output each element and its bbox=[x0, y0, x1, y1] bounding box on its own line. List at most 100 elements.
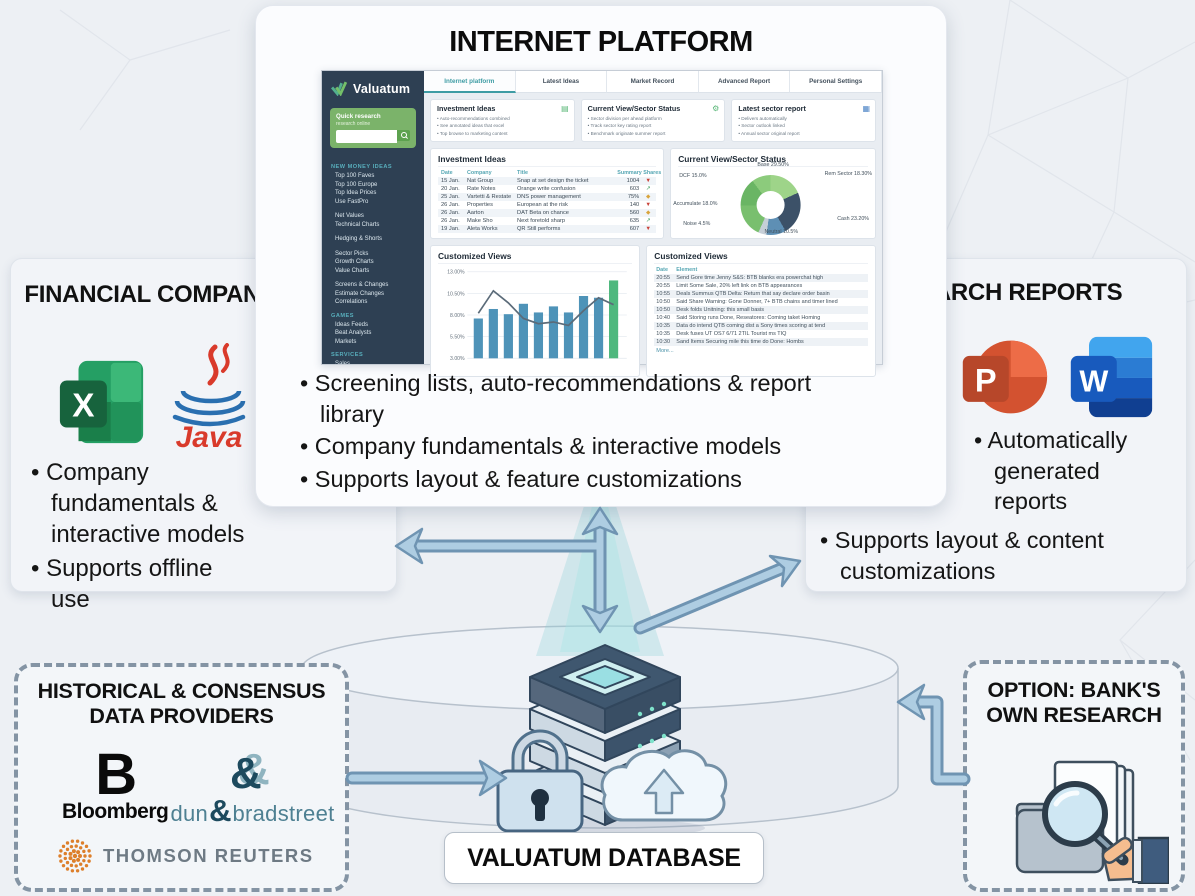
cell-title: DAT Beta on chance bbox=[517, 209, 569, 216]
valuatum-brand: Valuatum bbox=[353, 81, 411, 96]
arrow-database-to-reports bbox=[633, 561, 790, 635]
cell-date: 19 Jan. bbox=[441, 225, 460, 232]
summary-card-bullet: Track sector key rating report bbox=[588, 122, 719, 129]
arrowhead-elbow-left bbox=[896, 683, 926, 721]
summary-card: Investment Ideas▤Auto-recommendations co… bbox=[430, 99, 575, 142]
svg-text:Java: Java bbox=[176, 421, 243, 454]
quick-research-box: Quick research research online bbox=[330, 108, 416, 148]
sidebar-item[interactable]: Beat Analysts bbox=[335, 330, 372, 337]
dun-bradstreet-logo: & & dun & bradstreet bbox=[160, 745, 345, 829]
research-reports-bullet-2: Supports layout & content customizations bbox=[820, 523, 1182, 588]
bullet-item: Supports offline use bbox=[31, 553, 256, 615]
sidebar-section-heading: GAMES bbox=[331, 312, 355, 319]
cell-date: 15 Jan. bbox=[441, 177, 460, 184]
sidebar-item[interactable]: Top 100 Faves bbox=[335, 173, 375, 179]
dashboard-tab-2[interactable]: Market Record bbox=[607, 71, 699, 93]
column-header: Company bbox=[467, 169, 492, 176]
svg-text:13.00%: 13.00% bbox=[447, 269, 465, 275]
summary-card-title: Latest sector report bbox=[738, 104, 806, 113]
donut-label: Cash 23.20% bbox=[837, 215, 869, 222]
sidebar-item[interactable]: Ideas Feeds bbox=[335, 321, 369, 328]
summary-card-title: Investment Ideas bbox=[437, 104, 496, 113]
svg-text:8.00%: 8.00% bbox=[450, 313, 465, 319]
valuatum-logo: Valuatum bbox=[322, 71, 424, 102]
bloomberg-name: Bloomberg bbox=[62, 800, 169, 824]
sidebar-item[interactable]: Estimate Changes bbox=[335, 290, 385, 297]
bar bbox=[503, 314, 513, 359]
bank-research-title: OPTION: BANK'S OWN RESEARCH bbox=[986, 678, 1162, 728]
dashboard-tab-0[interactable]: Internet platform bbox=[424, 71, 516, 93]
cell-summary: 635 bbox=[629, 217, 640, 224]
sidebar-item[interactable]: Sector Picks bbox=[335, 250, 369, 257]
trend-flat-icon: ◆ bbox=[646, 193, 651, 200]
list-column-header: Element bbox=[676, 266, 698, 273]
dnb-dun: dun bbox=[170, 801, 209, 826]
svg-text:P: P bbox=[975, 362, 997, 398]
sidebar-item[interactable]: Top Idea Prices bbox=[335, 190, 377, 197]
sidebar-item[interactable]: Top 100 Europe bbox=[335, 181, 378, 188]
arrowhead-left bbox=[394, 527, 424, 565]
cell-company: Vartetti & Restate bbox=[467, 193, 512, 200]
document-icon: ▤ bbox=[561, 104, 569, 113]
list-text: Limit Some Sale, 20% left link on BTB ap… bbox=[676, 282, 803, 289]
sidebar-item[interactable]: Growth Charts bbox=[335, 259, 374, 266]
research-reports-bullet-1: Automatically generated reports bbox=[974, 423, 1164, 519]
dashboard-tab-3[interactable]: Advanced Report bbox=[698, 71, 791, 93]
bar bbox=[578, 295, 589, 359]
quick-research-subtitle: research online bbox=[336, 121, 371, 127]
sector-donut-chart bbox=[740, 174, 801, 235]
thomson-reuters-logo: THOMSON REUTERS bbox=[56, 837, 314, 875]
search-input[interactable] bbox=[336, 130, 397, 143]
search-button[interactable] bbox=[397, 130, 410, 141]
cell-date: 26 Jan. bbox=[441, 217, 460, 224]
dnb-bradstreet: bradstreet bbox=[232, 801, 335, 826]
sidebar-item[interactable]: Sales bbox=[331, 360, 415, 364]
sidebar-item[interactable]: Value Charts bbox=[335, 267, 370, 274]
powerpoint-icon: P bbox=[962, 340, 1048, 414]
sidebar-item[interactable]: Use FastPro bbox=[335, 198, 369, 205]
sidebar-item[interactable]: Hedging & Shorts bbox=[335, 236, 383, 243]
quick-research-title: Quick research bbox=[336, 113, 381, 120]
bullet-item: Company fundamentals & interactive model… bbox=[300, 431, 865, 462]
bloomberg-mark: B bbox=[95, 742, 137, 807]
svg-text:5.50%: 5.50% bbox=[450, 334, 465, 340]
trend-down-icon: ▼ bbox=[645, 225, 652, 232]
dashboard-tab-1[interactable]: Latest Ideas bbox=[515, 71, 608, 93]
sidebar-item[interactable]: Markets bbox=[335, 338, 357, 345]
trend-flat-icon: ◆ bbox=[646, 209, 651, 216]
sidebar-item[interactable]: Technical Charts bbox=[335, 221, 380, 228]
sidebar-item[interactable]: Net Values bbox=[335, 213, 364, 220]
cell-date: 25 Jan. bbox=[441, 193, 460, 200]
dashboard-tab-4[interactable]: Personal Settings bbox=[790, 71, 882, 93]
more-link[interactable]: More... bbox=[656, 347, 674, 354]
sidebar-item[interactable]: Screens & Changes bbox=[335, 282, 389, 289]
dnb-amp: & bbox=[209, 793, 232, 828]
summary-card-bullets: Delivers automaticallySector outlook lin… bbox=[738, 115, 869, 137]
cell-summary: 1004 bbox=[626, 177, 640, 184]
sidebar-item[interactable]: Correlations bbox=[335, 299, 368, 306]
cell-title: European at the risk bbox=[517, 201, 568, 208]
list-time: 10:40 bbox=[656, 314, 671, 321]
list-text: Desk fuses UT OS7 6/71 2TIL Tourist ms T… bbox=[676, 330, 787, 337]
